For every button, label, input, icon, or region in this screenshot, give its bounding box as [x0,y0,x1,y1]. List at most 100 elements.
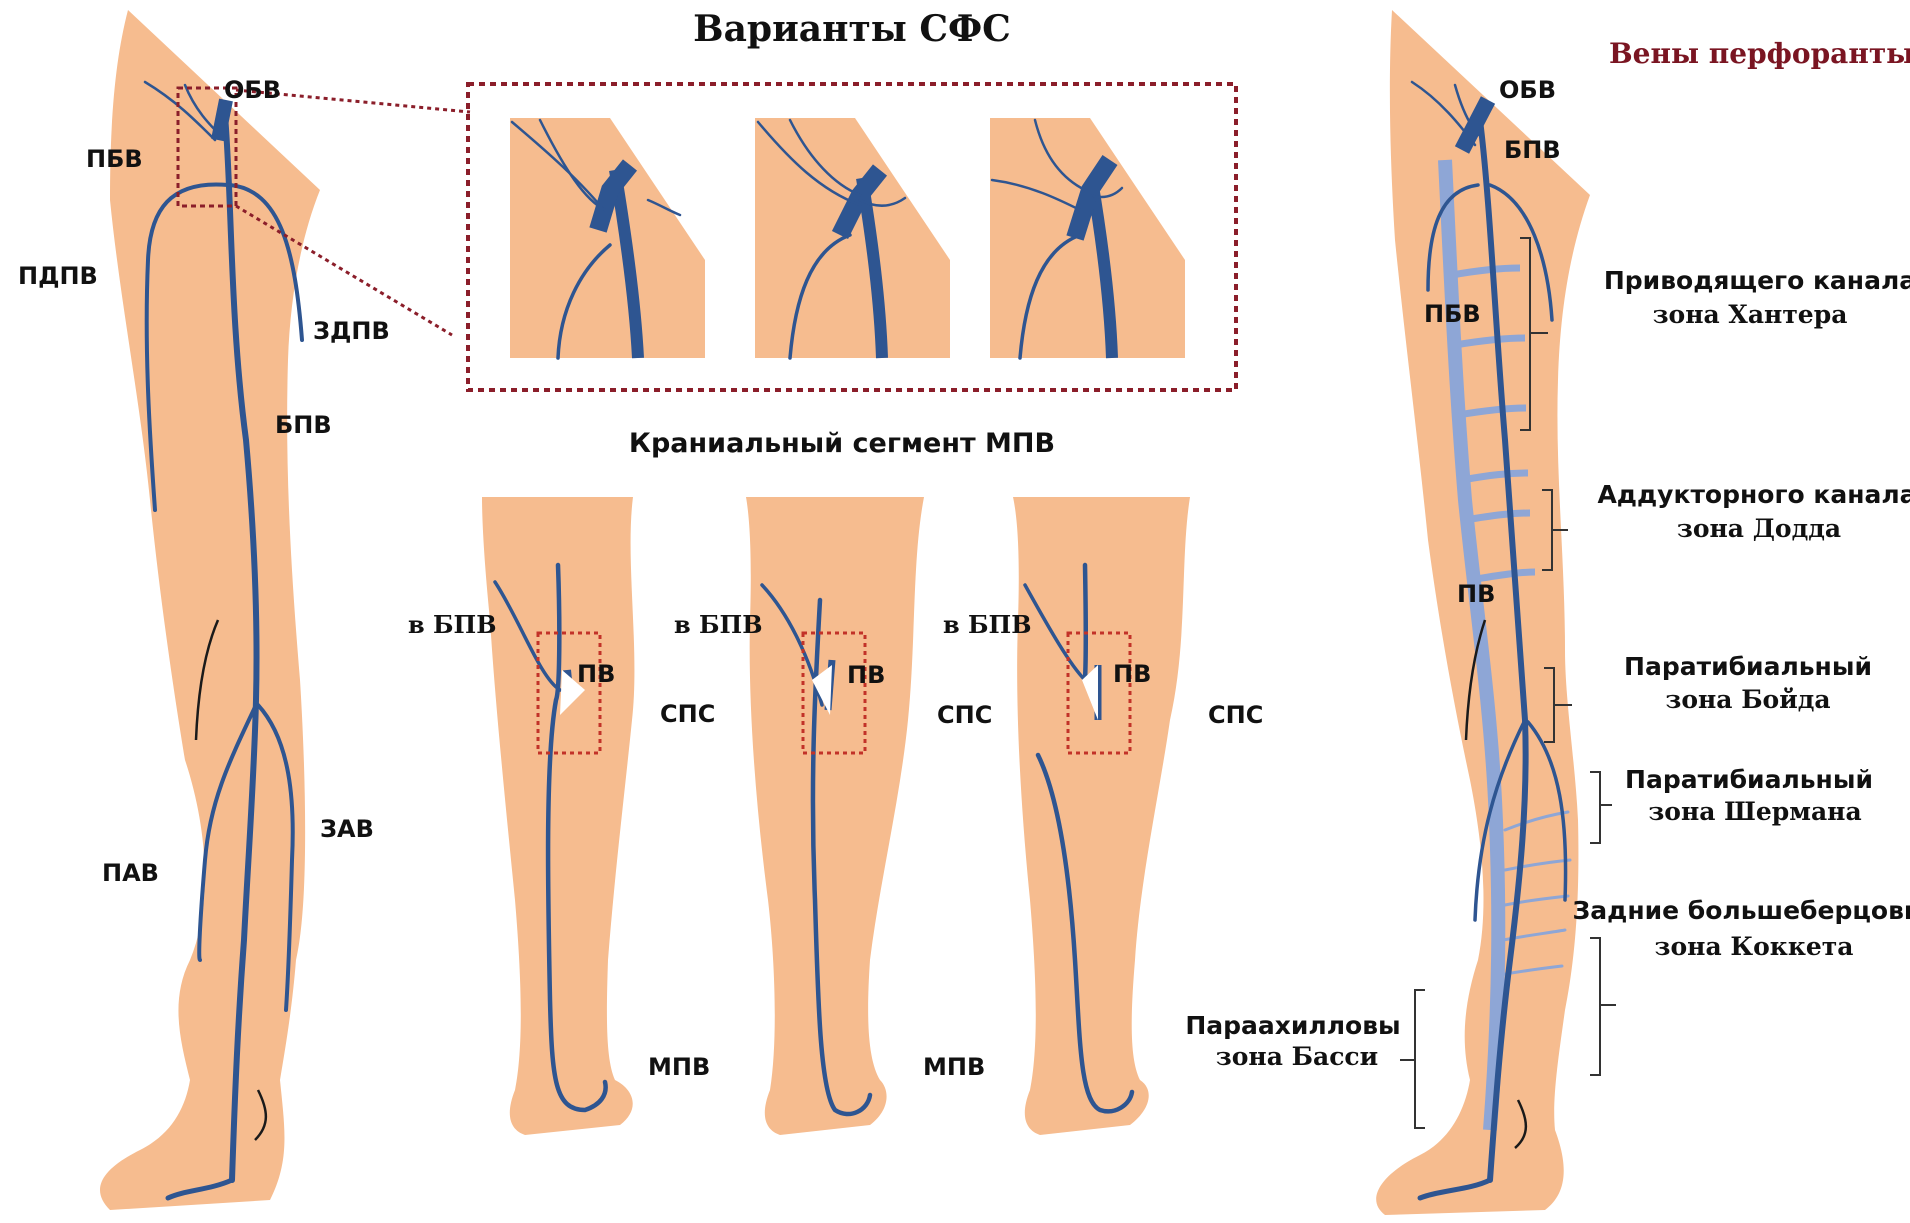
perforator-rung [1457,404,1527,419]
calf-panel-2-label-to-bpv: в БПВ [674,610,763,639]
sfs-variant-3-femoral [1066,155,1118,241]
zone-sherman-name: Паратибиальный [1625,765,1873,794]
calf-panel-3-label-to-bpv: в БПВ [943,610,1032,639]
sfs-variant-3-skin [990,118,1185,358]
left-label-pbv: ПБВ [86,145,143,173]
right-branch-leg-ant [1473,718,1527,922]
left-ankle-crease [254,1089,268,1141]
right-leg [1376,10,1616,1215]
calf-panel-3-dashed-box [1066,631,1132,755]
right-label-obv: ОБВ [1499,76,1556,104]
sfs-variant-3-tributary-c [1088,186,1124,199]
sfs-variant-3 [990,118,1185,360]
calf-panel-1-to-gsv [493,580,562,692]
zone-bassi-name: Параахилловы [1185,1011,1401,1040]
calf-panel-3-ssv-lower [1035,752,1135,1114]
calf-panel-3-label-pv: ПВ [1113,660,1152,688]
right-branch-ant [1426,183,1480,292]
sfs-variant-2-tributary-c [858,196,907,207]
right-foot-arch [1417,1177,1493,1201]
left-label-zdpv: ЗДПВ [313,317,390,345]
zone-cockett-label: зона Коккета [1654,932,1854,961]
bracket-cockett [1590,937,1616,1076]
sfs-variants-title: Варианты СФС [693,8,1011,50]
zone-cockett-name: Задние большеберцовые [1572,896,1910,925]
zone-hunter-label: зона Хантера [1652,300,1848,329]
sfs-variants-dashed-frame [466,82,1238,392]
right-branch-post [1488,183,1554,322]
right-label-pbv: ПБВ [1424,300,1481,328]
right-femoral-stub [1454,96,1496,154]
perforator-rung [1469,568,1536,584]
left-branch-ant-thigh [144,182,230,512]
calf-panel-2-label-pv: ПВ [847,661,886,689]
zone-hunter-name: Приводящего канала [1603,266,1910,295]
sfs-variant-3-branch [1018,233,1082,360]
left-branch-post-leg [256,703,295,1012]
perforator-rung [1451,264,1521,279]
bracket-hunter [1520,237,1548,431]
sfs-variant-2 [755,118,950,360]
sfs-variant-3-tributary-b [1033,118,1087,192]
bracket-dodd [1542,489,1568,571]
sfs-variant-1-tributary-b [538,118,607,212]
calf-panel-3-silhouette [1013,497,1190,1135]
left-gsv-trunk [222,112,260,1183]
calf-panel-1-ssv [545,562,608,1113]
calf-panel-1-label-to-bpv: в БПВ [408,610,497,639]
calf-panel-2-label-sps: СПС [937,701,993,729]
left-small-vessel-1 [143,80,217,142]
sfs-variant-2-branch [788,233,852,360]
calf-panel-1-label-mpv: МПВ [648,1053,711,1081]
calf-panel-2-label-mpv: МПВ [923,1053,986,1081]
left-foot-arch [165,1177,235,1201]
perforator-rung [1461,469,1529,484]
sfs-variant-1-tributary-a [510,120,610,217]
left-zoom-line-bottom [235,204,453,337]
left-leg-silhouette [100,10,320,1210]
left-branch-ant-leg [197,703,258,962]
left-knee-crease [194,619,220,741]
zone-bassi-label: зона Басси [1215,1042,1379,1071]
left-label-obv: ОБВ [224,76,281,104]
left-label-bpv: БПВ [275,411,332,439]
zone-sherman-label: зона Шермана [1648,797,1862,826]
perforator-small [1501,928,1567,942]
cranial-segment-title: Краниальный сегмент МПВ [628,428,1056,459]
left-leg [100,10,471,1210]
right-gsv-trunk [1477,117,1529,1183]
sfs-variants-panel [466,82,1238,392]
calf-panel-1-label-sps: СПС [660,700,716,728]
left-label-zav: ЗАВ [320,815,374,843]
calf-panel-3-to-gsv [1023,583,1087,682]
calf-panel-2-popliteal-fossa [812,665,832,715]
sfs-variant-2-tributary-a [756,120,862,207]
bracket-boyd [1544,667,1572,743]
zone-dodd-name: Аддукторного канала [1597,480,1910,509]
zone-boyd-label: зона Бойда [1665,685,1831,714]
calf-panel-2-dashed-box [801,631,867,755]
perforator-rung [1454,334,1526,349]
right-perforator-rungs [1451,264,1536,584]
sfs-variant-1 [510,118,705,360]
calf-panel-1-silhouette [482,497,635,1135]
left-small-vessel-2 [183,83,222,137]
left-label-pdpv: ПДПВ [18,262,98,290]
perforator-veins-title: Вены перфоранты [1609,37,1910,70]
calf-panel-3-label-sps: СПС [1208,701,1264,729]
sfs-variant-1-branch [556,243,612,360]
sfs-variant-2-skin [755,118,950,358]
zone-dodd-label: зона Додда [1676,514,1842,543]
calf-panel-1-label-pv: ПВ [577,660,616,688]
left-branch-post-thigh [228,183,304,342]
right-branch-leg-post [1526,720,1568,902]
calf-panel-2 [746,497,924,1135]
sfs-variant-1-skin [510,118,705,358]
zone-boyd-name: Паратибиальный [1624,652,1872,681]
sfs-variant-3-tributary-a [990,178,1082,212]
right-label-bpv: БПВ [1504,136,1561,164]
right-label-pv: ПВ [1457,580,1496,608]
calf-panel-1-popliteal-fossa [560,670,585,715]
right-small-vessel-2 [1453,83,1480,137]
